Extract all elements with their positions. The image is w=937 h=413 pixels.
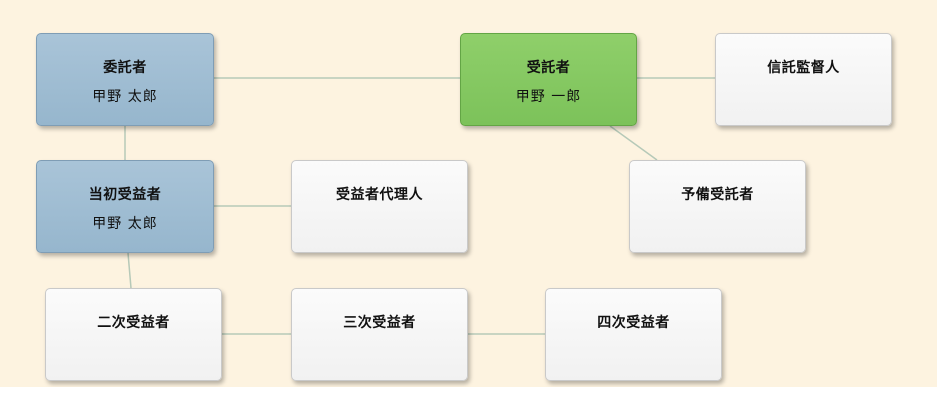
bottom-margin [0,387,937,413]
node-person-name: 甲野 太郎 [92,216,158,232]
node-trust-supervisor[interactable]: 信託監督人 [715,33,892,126]
node-initial-beneficiary[interactable]: 当初受益者 甲野 太郎 [36,160,214,253]
node-role-label: 受託者 [526,60,571,76]
node-role-label: 予備受託者 [681,187,754,203]
node-role-label: 当初受益者 [88,187,162,203]
link-initial-second [127,252,132,289]
node-role-label: 信託監督人 [767,60,840,76]
node-third-beneficiary[interactable]: 三次受益者 [291,288,468,381]
node-role-label: 委託者 [103,60,147,76]
node-fourth-beneficiary[interactable]: 四次受益者 [545,288,722,381]
node-person-name: 甲野 一郎 [515,89,582,105]
node-reserve-trustee[interactable]: 予備受託者 [629,160,806,253]
node-role-label: 三次受益者 [343,315,416,331]
node-role-label: 受益者代理人 [336,187,423,203]
link-trustee-reserve [609,125,658,161]
node-settlor[interactable]: 委託者 甲野 太郎 [36,33,214,126]
node-person-name: 甲野 太郎 [92,89,158,105]
node-role-label: 二次受益者 [97,315,170,331]
node-beneficiary-agent[interactable]: 受益者代理人 [291,160,468,253]
node-second-beneficiary[interactable]: 二次受益者 [45,288,222,381]
diagram-canvas: 委託者 甲野 太郎 受託者 甲野 一郎 信託監督人 当初受益者 甲野 太郎 受益… [0,0,937,387]
connector-lines [124,77,715,335]
node-trustee[interactable]: 受託者 甲野 一郎 [460,33,637,126]
node-role-label: 四次受益者 [597,315,670,331]
